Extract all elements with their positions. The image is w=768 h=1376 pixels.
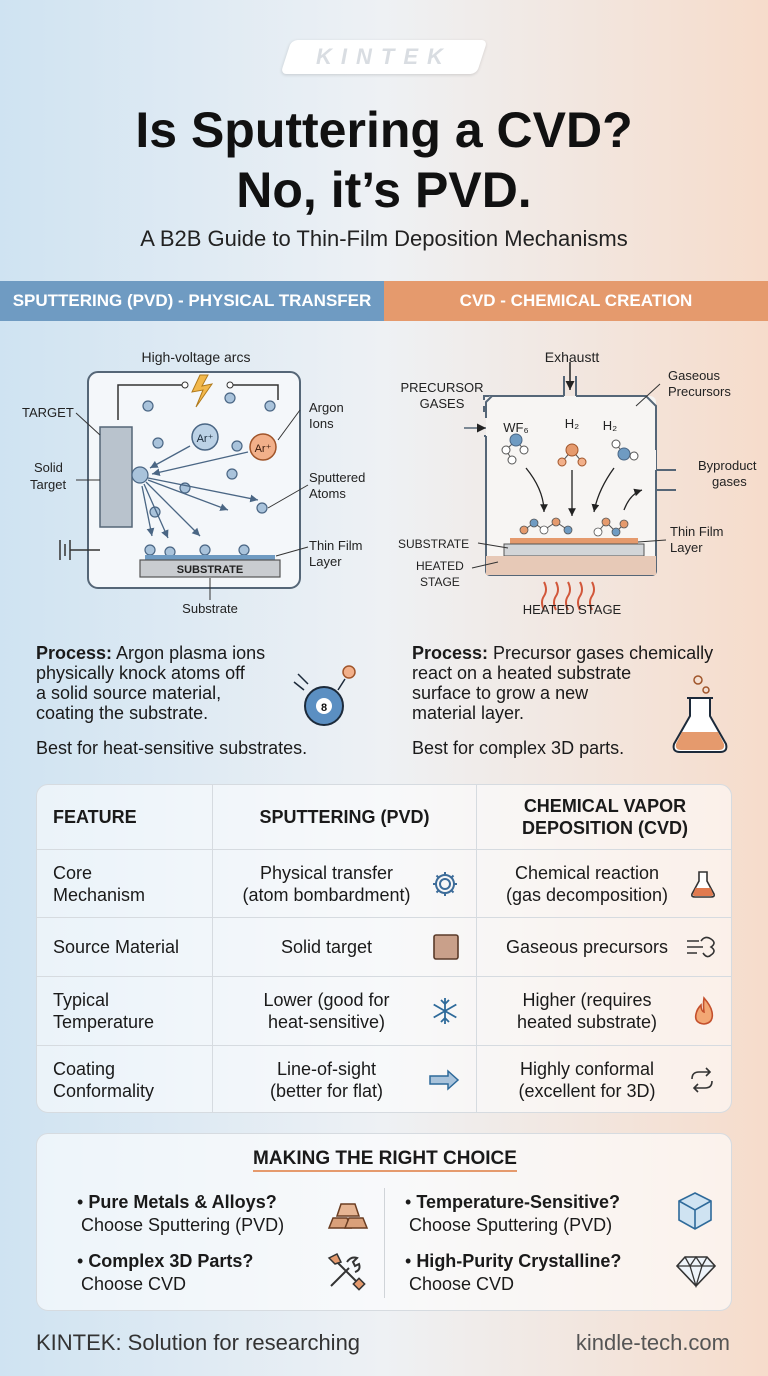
beaker-icon [691,870,715,898]
ground-icon [59,540,100,560]
svg-text:PRECURSOR: PRECURSOR [400,380,483,395]
cvd-thin-film [510,538,638,544]
svg-text:HEATED: HEATED [416,559,464,573]
svg-text:Precursors: Precursors [668,384,731,399]
kintek-logo: KINTEK [280,40,488,74]
svg-text:Layer: Layer [309,554,342,569]
footer-website[interactable]: kindle-tech.com [575,1330,730,1355]
svg-text:Atoms: Atoms [309,486,346,501]
cvd-best-for: Best for complex 3D parts. [412,738,625,758]
svg-text:WF₆: WF₆ [503,420,528,435]
pvd-section-band: SPUTTERING (PVD) - PHYSICAL TRANSFER [0,281,384,321]
svg-text:TARGET: TARGET [22,405,74,420]
lightning-icon [191,374,214,408]
tools-icon [327,1252,366,1291]
svg-text:Gaseous: Gaseous [668,368,721,383]
svg-text:Ar⁺: Ar⁺ [197,433,214,445]
svg-text:Exhaustt: Exhaustt [545,349,600,365]
svg-text:Byproduct: Byproduct [698,458,757,473]
right-choice-panel: MAKING THE RIGHT CHOICE • Pure Metals & … [36,1133,732,1311]
svg-text:Ions: Ions [309,416,334,431]
svg-text:gases: gases [712,474,747,489]
table-row: Source Material Solid target Gaseous pre… [37,917,731,976]
pvd-sputtering-diagram: Ar⁺ Ar⁺ SUBSTRATE High-voltage arcs TARG… [22,349,365,616]
svg-text:Ar⁺: Ar⁺ [255,443,272,455]
diamond-icon [675,1255,717,1288]
pvd-thin-film [145,555,275,560]
svg-text:High-voltage arcs: High-voltage arcs [142,349,251,365]
svg-text:8: 8 [321,702,327,714]
choice-divider [384,1188,385,1298]
argon-ion-blue [191,423,219,451]
metal-ingots-icon [327,1203,369,1229]
sputter-target [99,426,133,528]
argon-ion-orange [249,433,277,461]
footer-tagline: KINTEK: Solution for researching [36,1330,361,1355]
page-title-line2: No, it’s PVD. [236,162,532,218]
solid-block-icon [433,934,459,960]
svg-text:Target: Target [30,477,67,492]
svg-text:Solid: Solid [34,460,63,475]
page-title-line1: Is Sputtering a CVD? [135,102,633,158]
heat-waves [541,581,595,611]
header-feature: FEATURE [37,785,213,849]
svg-text:H₂: H₂ [565,416,579,431]
svg-text:Layer: Layer [670,540,703,555]
svg-text:Thin Film: Thin Film [670,524,723,539]
sputtered-atoms [131,392,276,558]
svg-text:HEATED STAGE: HEATED STAGE [523,602,622,617]
choice-item: • Complex 3D Parts? Choose CVD [77,1251,254,1294]
choice-title: MAKING THE RIGHT CHOICE [37,1148,733,1172]
cycle-arrows-icon [691,1067,713,1093]
svg-text:Argon: Argon [309,400,344,415]
svg-text:Thin Film: Thin Film [309,538,362,553]
arrow-right-icon [429,1069,460,1091]
h2-molecule-b [611,439,639,461]
svg-text:GASES: GASES [420,396,465,411]
svg-text:SUBSTRATE: SUBSTRATE [177,564,243,576]
pvd-best-for: Best for heat-sensitive substrates. [36,738,308,758]
heated-stage [486,556,656,575]
wf6-molecule [501,433,529,465]
cvd-substrate [503,543,645,557]
pvd-substrate [139,559,281,578]
logo-text: KINTEK [316,44,452,69]
svg-text:SUBSTRATE: SUBSTRATE [398,537,469,551]
pvd-process-text: Process: Argon plasma ions physically kn… [36,643,266,723]
h2-molecule-a [557,443,587,467]
billiard-ball-icon: 8 [293,665,356,726]
choice-item: • Pure Metals & Alloys? Choose Sputterin… [77,1192,285,1235]
gas-cloud-icon [687,936,715,958]
choice-item: • High-Purity Crystalline? Choose CVD [405,1251,622,1294]
ice-cube-icon [678,1192,712,1230]
flame-icon [694,996,714,1025]
svg-text:STAGE: STAGE [420,575,460,589]
page-subtitle: A B2B Guide to Thin-Film Deposition Mech… [140,226,628,251]
svg-text:Sputtered: Sputtered [309,470,365,485]
flask-icon [672,675,728,753]
snowflake-icon [433,998,457,1024]
cvd-process-text: Process: Precursor gases chemically reac… [412,643,714,723]
cvd-section-band: CVD - CHEMICAL CREATION [384,281,768,321]
gear-icon [433,871,457,896]
header-pvd: SPUTTERING (PVD) [213,785,477,849]
choice-item: • Temperature-Sensitive? Choose Sputteri… [405,1192,621,1235]
svg-text:Substrate: Substrate [182,601,238,616]
cvd-diagram: Exhaustt PRECURSOR GASES Gaseous Precurs… [398,349,757,617]
svg-text:H₂: H₂ [603,418,617,433]
